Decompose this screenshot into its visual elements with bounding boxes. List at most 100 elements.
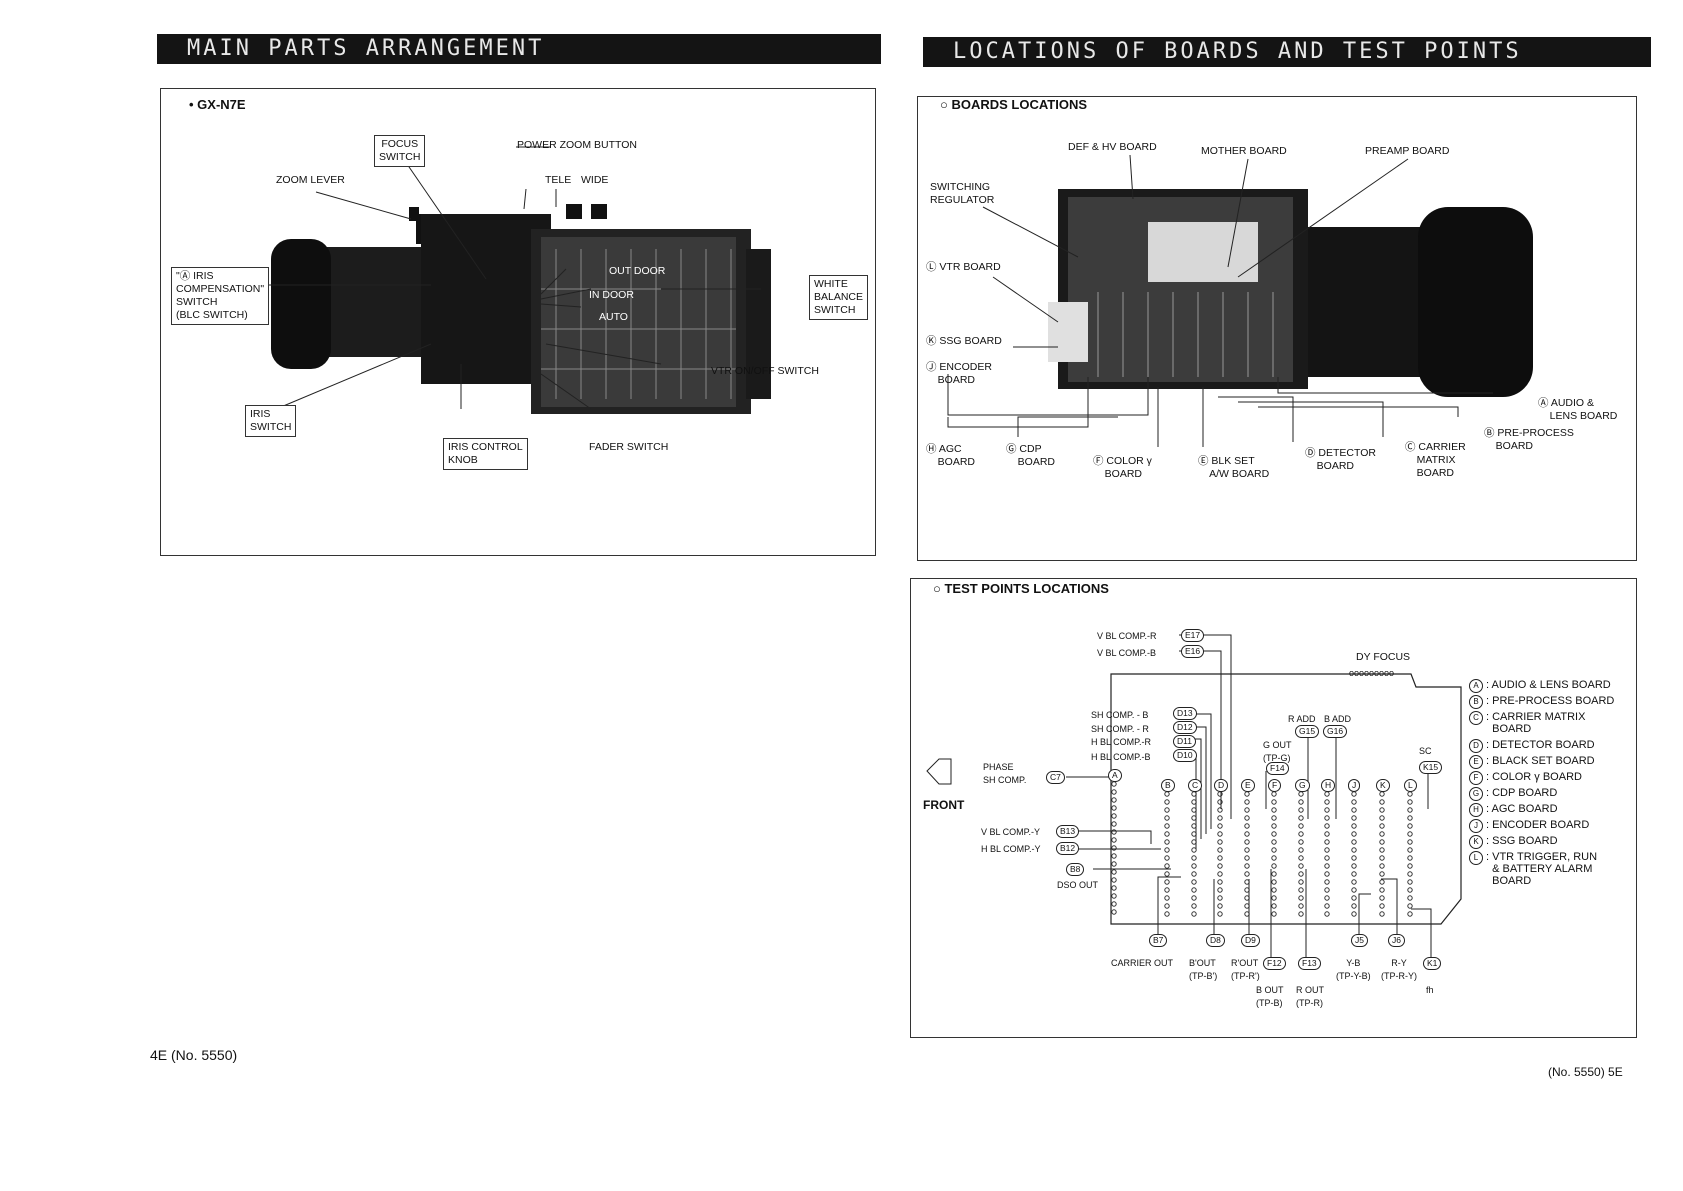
pin <box>1217 871 1223 877</box>
pin <box>1407 823 1413 829</box>
sh-comp-b-label: SH COMP. - B <box>1091 710 1149 720</box>
legend-item-j: J: ENCODER BOARD <box>1469 819 1589 833</box>
legend-text: : PRE-PROCESS BOARD <box>1486 695 1615 707</box>
pin <box>1164 871 1170 877</box>
pin <box>1298 839 1304 845</box>
pin <box>1111 797 1117 803</box>
pin <box>1244 839 1250 845</box>
pin <box>1191 895 1197 901</box>
pin <box>1407 903 1413 909</box>
pin <box>1217 879 1223 885</box>
pin <box>1379 831 1385 837</box>
pin <box>1351 799 1357 805</box>
out-door-label: OUT DOOR <box>609 265 666 277</box>
legend-text: : AGC BOARD <box>1486 803 1558 815</box>
boards-title: ○ BOARDS LOCATIONS <box>940 97 1087 112</box>
legend-key: D <box>1469 739 1483 753</box>
pin <box>1164 815 1170 821</box>
pin <box>1271 815 1277 821</box>
test-point-f13: F13 <box>1298 957 1321 970</box>
pin <box>1271 831 1277 837</box>
r-y-label: R-Y (TP-R-Y) <box>1381 958 1417 981</box>
agc-board-label: Ⓗ AGC BOARD <box>926 443 976 468</box>
pin <box>1271 799 1277 805</box>
pin <box>1244 791 1250 797</box>
pin <box>1164 895 1170 901</box>
pin <box>1379 879 1385 885</box>
pin <box>1217 847 1223 853</box>
test-point-b7: B7 <box>1149 934 1168 947</box>
test-point-e16: E16 <box>1181 645 1205 658</box>
legend-key: G <box>1469 787 1483 801</box>
r-prime-out-label: R'OUT (TP-R') <box>1231 958 1260 981</box>
test-point-f12: F12 <box>1263 957 1286 970</box>
pin <box>1164 911 1170 917</box>
pin <box>1407 911 1413 917</box>
pin <box>1351 831 1357 837</box>
pin <box>1351 863 1357 869</box>
column-marker-c: C <box>1188 779 1203 792</box>
legend-key: J <box>1469 819 1483 833</box>
iris-compensation-label: "Ⓐ IRIS COMPENSATION" SWITCH (BLC SWITCH… <box>171 267 270 325</box>
iris-control-knob-label: IRIS CONTROL KNOB <box>443 438 528 470</box>
pin <box>1244 855 1250 861</box>
sc-label: SC <box>1419 746 1432 756</box>
pin <box>1324 847 1330 853</box>
test-point-g16: G16 <box>1323 725 1348 738</box>
legend-item-a: A: AUDIO & LENS BOARD <box>1469 679 1611 693</box>
zoom-lever-label: ZOOM LEVER <box>276 174 345 186</box>
pin <box>1298 871 1304 877</box>
column-marker-a: A <box>1108 769 1122 782</box>
pin <box>1351 895 1357 901</box>
pin <box>1324 823 1330 829</box>
pin <box>1191 887 1197 893</box>
boards-photo <box>947 154 1533 447</box>
pin <box>1271 791 1277 797</box>
test-point-d11: D11 <box>1173 735 1196 748</box>
legend-text: : SSG BOARD <box>1486 835 1558 847</box>
pin <box>1164 847 1170 853</box>
pin <box>1407 807 1413 813</box>
test-point-g15: G15 <box>1295 725 1320 738</box>
pin <box>1324 879 1330 885</box>
carrier-matrix-board-label: Ⓒ CARRIER MATRIX BOARD <box>1405 441 1466 479</box>
pin <box>1351 871 1357 877</box>
pin <box>1191 911 1197 917</box>
pin <box>1111 877 1117 883</box>
test-point-d12: D12 <box>1173 721 1197 734</box>
in-door-label: IN DOOR <box>589 289 634 301</box>
pin <box>1379 839 1385 845</box>
section-header-left: MAIN PARTS ARRANGEMENT <box>157 34 881 64</box>
dy-focus-label: DY FOCUS <box>1356 651 1411 663</box>
pin <box>1407 855 1413 861</box>
pin <box>1111 909 1117 915</box>
legend-key: C <box>1469 711 1483 725</box>
pin <box>1379 823 1385 829</box>
column-marker-l: L <box>1404 779 1417 792</box>
pin <box>1111 813 1117 819</box>
legend-text: : BLACK SET BOARD <box>1486 755 1595 767</box>
pin <box>1164 807 1170 813</box>
phase-sh-comp-label: PHASE SH COMP. <box>983 762 1027 785</box>
pin <box>1298 799 1304 805</box>
pin <box>1271 807 1277 813</box>
pin <box>1379 807 1385 813</box>
fader-switch-label: FADER SWITCH <box>589 441 669 453</box>
pin <box>1111 893 1117 899</box>
legend-key: L <box>1469 851 1483 865</box>
pin <box>1111 901 1117 907</box>
boards-locations-panel: ○ BOARDS LOCATIONS <box>917 96 1637 561</box>
pin <box>1351 903 1357 909</box>
legend-key: F <box>1469 771 1483 785</box>
pin <box>1217 895 1223 901</box>
column-marker-j: J <box>1348 779 1361 792</box>
test-point-j5: J5 <box>1351 934 1368 947</box>
section-header-right: LOCATIONS OF BOARDS AND TEST POINTS <box>923 37 1651 67</box>
pin <box>1111 821 1117 827</box>
pin <box>1298 831 1304 837</box>
test-point-b8: B8 <box>1066 863 1085 876</box>
pin <box>1298 823 1304 829</box>
pin <box>1298 847 1304 853</box>
v-bl-comp-b-label: V BL COMP.-B <box>1097 648 1157 658</box>
pin <box>1324 855 1330 861</box>
